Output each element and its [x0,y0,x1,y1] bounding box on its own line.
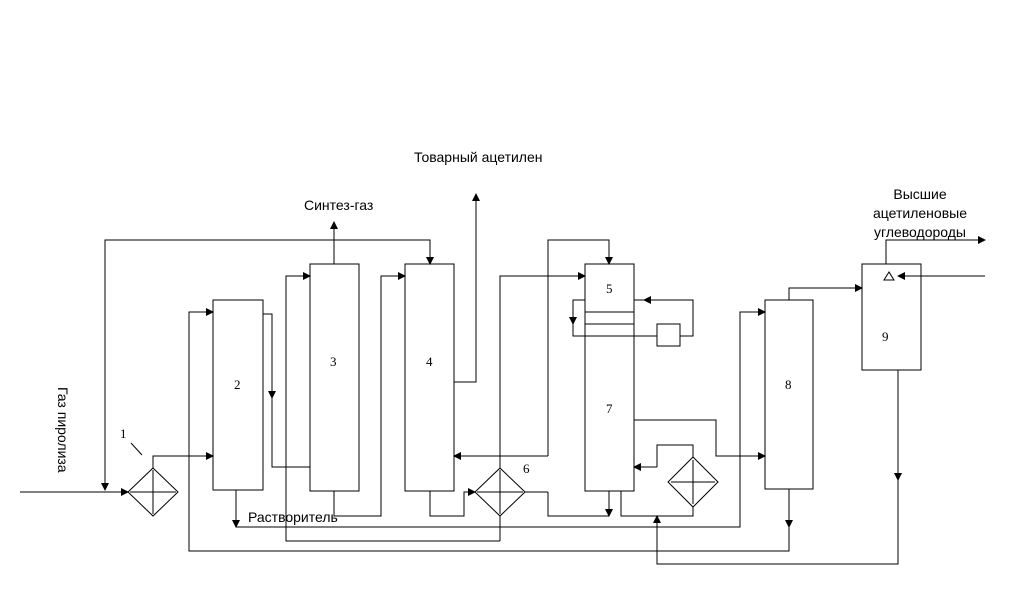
vessel-9 [861,263,922,371]
column-5-7 [584,263,635,492]
unit-label-4: 4 [426,354,433,369]
label-product-acetylene: Товарный ацетилен [414,149,543,165]
unit-label-5: 5 [606,281,613,296]
small-box-near-5 [656,323,681,347]
unit-label-6: 6 [523,461,530,476]
label-pyrolysis-gas: Газ пиролиза [55,387,71,473]
label-higher-acetylenes-line1: Высшие [893,186,946,202]
unit-label-3: 3 [330,354,337,369]
label-synthesis-gas: Синтез-газ [304,197,373,213]
column-4 [404,263,455,492]
heat-exchanger-6 [474,467,526,517]
column-3 [309,263,360,492]
column-2 [212,299,264,491]
unit-label-7: 7 [606,401,613,416]
flow-lines [20,193,986,565]
column-8 [764,299,814,490]
unit-label-2: 2 [234,377,241,392]
label-higher-acetylenes-line2: ацетиленовые [873,205,967,221]
unit-label-9: 9 [882,329,889,344]
unit-label-8: 8 [785,377,792,392]
label-solvent: Растворитель [248,509,338,525]
spray-nozzle-icon [883,271,895,281]
unit-label-1: 1 [120,426,127,441]
heat-exchanger-reboiler [667,456,719,508]
label-higher-acetylenes-line3: углеводороды [874,224,966,240]
heat-exchanger-1 [127,467,179,517]
